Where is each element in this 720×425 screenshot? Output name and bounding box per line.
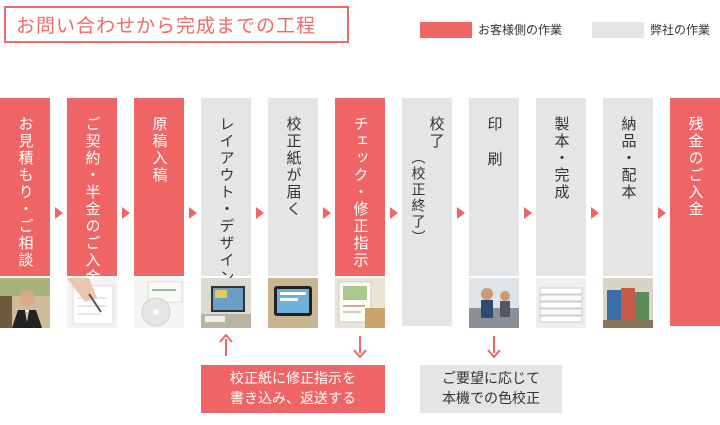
- flow-arrow: [524, 207, 532, 219]
- step-check-corrections: チェック・修正指示: [335, 98, 385, 276]
- tablet-proof-photo: [268, 278, 318, 328]
- step-label: 印刷: [487, 116, 502, 276]
- arrow-down-icon: [352, 334, 368, 358]
- step-label: 残金のご入金: [688, 116, 703, 326]
- page-title: お問い合わせから完成までの工程: [4, 6, 349, 43]
- note-line: 本機での色校正: [442, 389, 540, 409]
- legend-label-customer: お客様側の作業: [478, 22, 562, 38]
- flow-arrow: [390, 207, 398, 219]
- flow-arrow: [591, 207, 599, 219]
- arrow-up-icon: [218, 334, 234, 358]
- delivered-books-photo: [603, 278, 653, 328]
- note-line: ご要望に応じて: [442, 369, 540, 389]
- flow-arrow: [55, 207, 63, 219]
- step-proof-complete: 校了 （校正終了）: [402, 98, 452, 326]
- step-layout-design: レイアウト・デザイン: [201, 98, 251, 276]
- flow-arrow: [658, 207, 666, 219]
- step-estimate: お見積もり・ご相談: [0, 98, 50, 276]
- note-color-proof: ご要望に応じて 本機での色校正: [420, 365, 562, 413]
- step-label-sub: （校正終了）: [411, 116, 425, 326]
- proof-marking-photo: [335, 278, 385, 328]
- step-label: お見積もり・ご相談: [18, 116, 33, 276]
- step-binding: 製本・完成: [536, 98, 586, 276]
- legend-swatch-customer: [420, 22, 472, 38]
- step-label: レイアウト・デザイン: [219, 116, 234, 276]
- note-line: 書き込み、返送する: [230, 389, 356, 409]
- legend-label-company: 弊社の作業: [650, 22, 710, 38]
- arrow-down-icon: [486, 334, 502, 358]
- step-label: 校了: [429, 116, 444, 326]
- legend-swatch-company: [592, 22, 644, 38]
- note-line: 校正紙に修正指示を: [230, 369, 356, 389]
- flow-arrow: [256, 207, 264, 219]
- step-label: 製本・完成: [554, 116, 569, 276]
- page-title-text: お問い合わせから完成までの工程: [16, 11, 316, 38]
- step-label: 原稿入稿: [152, 116, 167, 276]
- consultation-photo: [0, 278, 50, 328]
- contract-signing-photo: [67, 278, 117, 328]
- bound-books-photo: [536, 278, 586, 328]
- flow-arrow: [323, 207, 331, 219]
- step-label: 校正紙が届く: [286, 116, 301, 276]
- step-printing: 印刷: [469, 98, 519, 276]
- step-proof-arrives: 校正紙が届く: [268, 98, 318, 276]
- step-contract: ご契約・半金のご入金: [67, 98, 117, 276]
- step-manuscript: 原稿入稿: [134, 98, 184, 276]
- step-final-payment: 残金のご入金: [670, 98, 720, 326]
- design-monitor-photo: [201, 278, 251, 328]
- step-label: ご契約・半金のご入金: [85, 116, 100, 276]
- step-label: 納品・配本: [621, 116, 636, 276]
- note-proof-return: 校正紙に修正指示を 書き込み、返送する: [201, 365, 385, 413]
- flow-arrow: [189, 207, 197, 219]
- flow-arrow: [122, 207, 130, 219]
- disc-manuscript-photo: [134, 278, 184, 328]
- step-label: チェック・修正指示: [353, 116, 368, 276]
- flow-arrow: [457, 207, 465, 219]
- printing-press-photo: [469, 278, 519, 328]
- step-label-group: 校了 （校正終了）: [411, 116, 444, 326]
- step-delivery: 納品・配本: [603, 98, 653, 276]
